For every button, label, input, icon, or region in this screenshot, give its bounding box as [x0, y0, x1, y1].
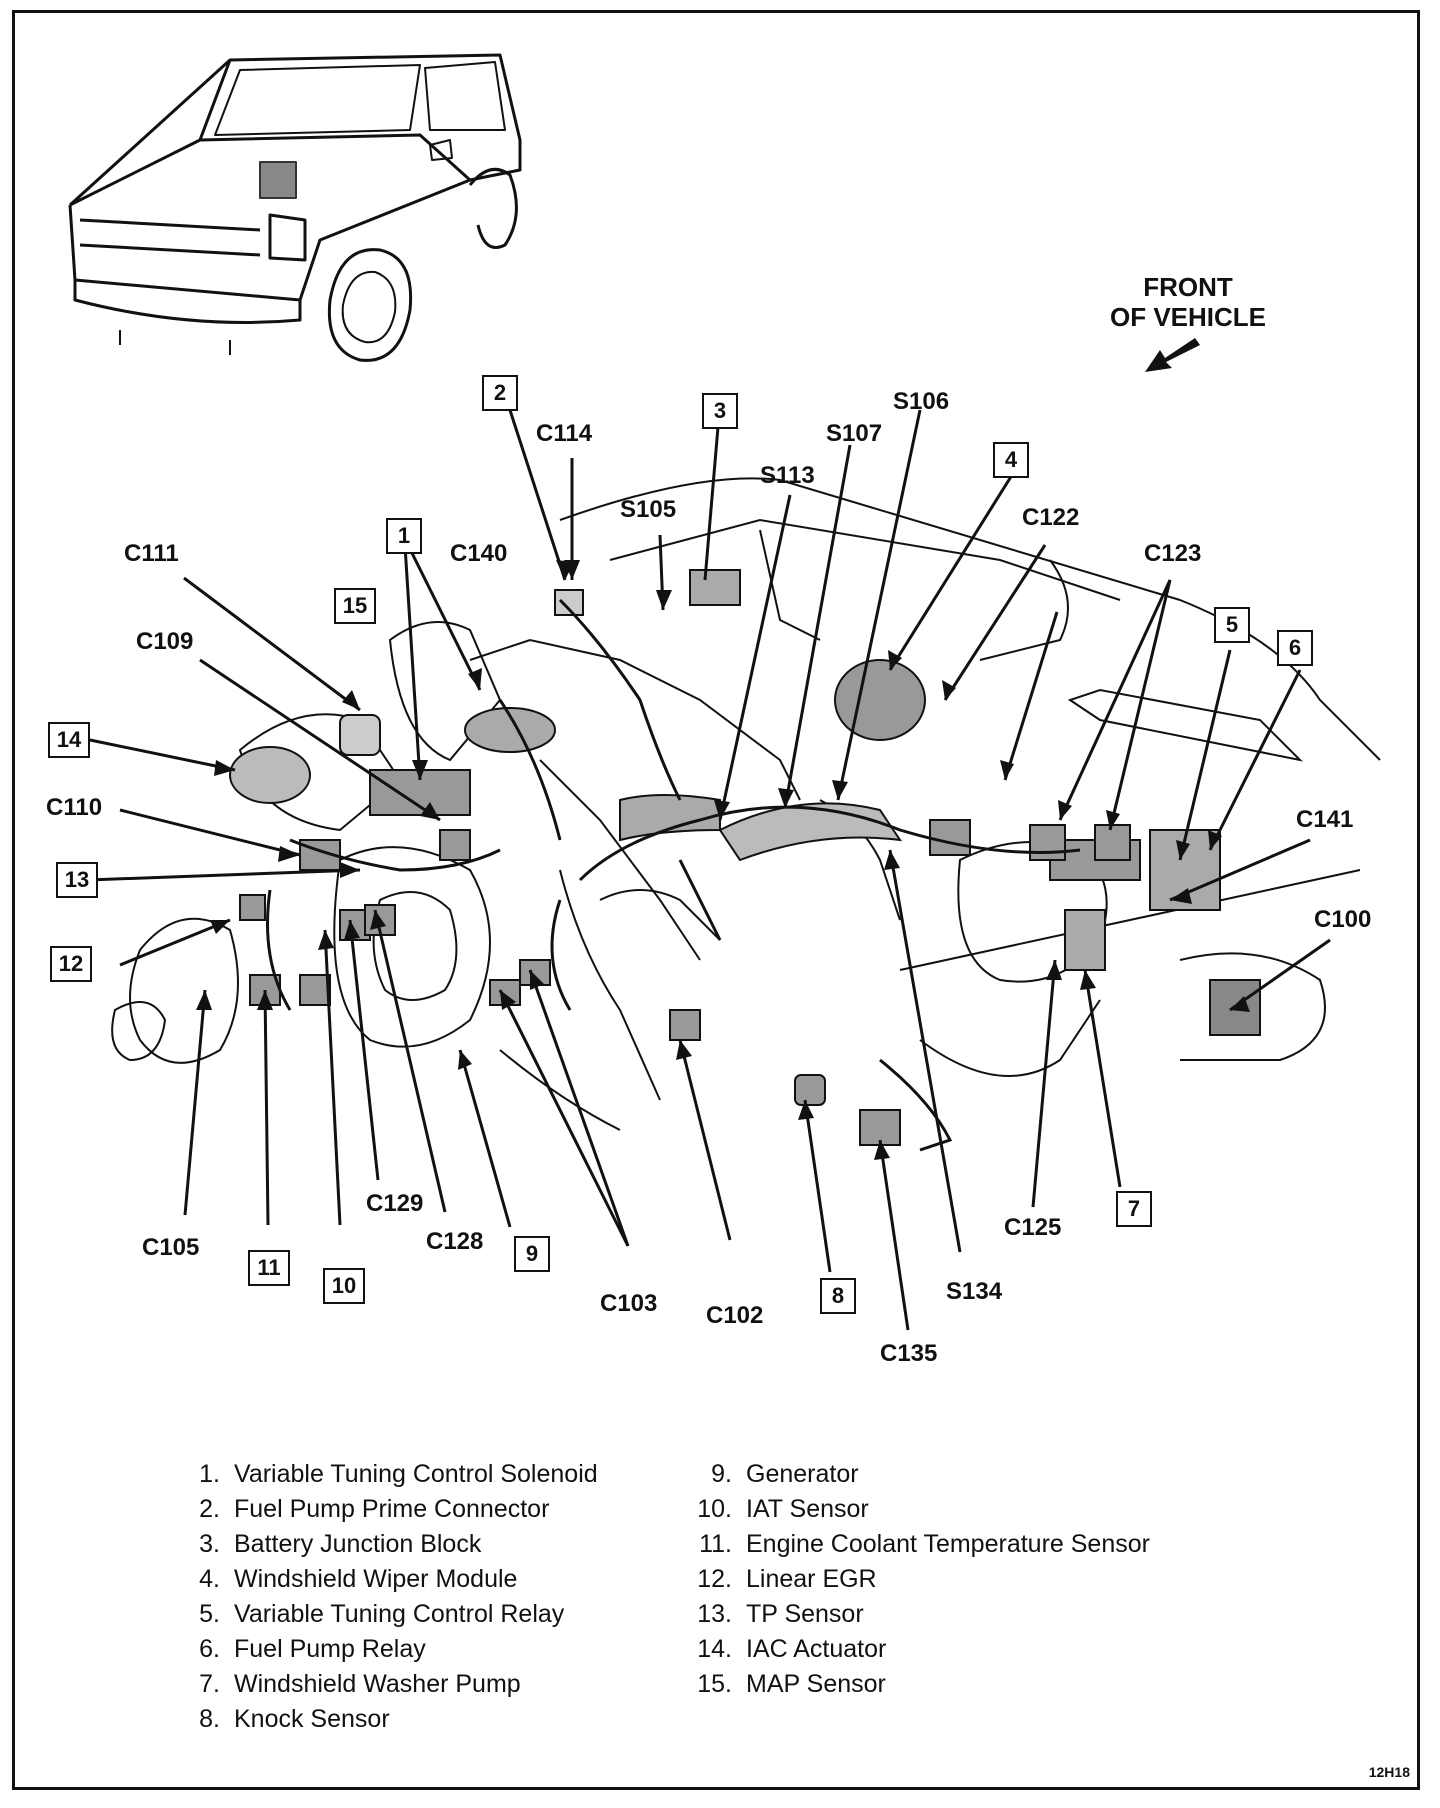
- label-c109: C109: [136, 628, 194, 655]
- legend-item: 12. Linear EGR: [690, 1562, 1150, 1597]
- legend-item: 13. TP Sensor: [690, 1597, 1150, 1632]
- leader-arrowheads: [196, 560, 1250, 1160]
- callout-2: 2: [482, 375, 518, 411]
- legend-number: 6.: [199, 1635, 220, 1663]
- label-s107: S107: [826, 420, 883, 447]
- label-c100: C100: [1314, 906, 1372, 933]
- legend-right: 9. Generator 10. IAT Sensor 11. Engine Cool…: [690, 1457, 1150, 1702]
- legend-item: 7. Windshield Washer Pump: [178, 1667, 598, 1702]
- engine-outline: [111, 477, 1381, 1131]
- vehicle-illustration: [68, 53, 522, 362]
- legend-item: 15. MAP Sensor: [690, 1667, 1150, 1702]
- front-label-line2: OF VEHICLE: [1110, 302, 1267, 332]
- label-s113: S113: [760, 462, 815, 489]
- legend-item: 3. Battery Junction Block: [178, 1527, 598, 1562]
- label-c110: C110: [46, 794, 103, 821]
- legend-text: Fuel Pump Relay: [234, 1635, 426, 1663]
- label-c123: C123: [1144, 540, 1202, 567]
- legend-number: 11.: [699, 1530, 732, 1558]
- legend-number: 1.: [199, 1460, 220, 1488]
- legend-item: 6. Fuel Pump Relay: [178, 1632, 598, 1667]
- callout-4: 4: [993, 442, 1029, 478]
- callout-15: 15: [334, 588, 376, 624]
- figure-code: 12H18: [1368, 1764, 1410, 1780]
- legend-text: TP Sensor: [746, 1600, 864, 1628]
- leader-lines: [87, 403, 1331, 1331]
- legend-item: 14. IAC Actuator: [690, 1632, 1150, 1667]
- label-c125: C125: [1004, 1214, 1062, 1241]
- legend-text: Windshield Wiper Module: [234, 1565, 518, 1593]
- callout-11: 11: [248, 1250, 290, 1286]
- legend-number: 8.: [199, 1705, 220, 1733]
- label-c111: C111: [124, 540, 179, 567]
- legend-number: 10.: [697, 1495, 732, 1523]
- legend-number: 15.: [697, 1670, 732, 1698]
- label-c105: C105: [142, 1234, 200, 1261]
- legend-number: 4.: [199, 1565, 220, 1593]
- callout-10: 10: [323, 1268, 365, 1304]
- legend-item: 2. Fuel Pump Prime Connector: [178, 1492, 598, 1527]
- legend-number: 12.: [697, 1565, 732, 1593]
- label-c141: C141: [1296, 806, 1354, 833]
- callout-1: 1: [386, 518, 422, 554]
- legend-text: Engine Coolant Temperature Sensor: [746, 1530, 1150, 1558]
- legend-item: 4. Windshield Wiper Module: [178, 1562, 598, 1597]
- legend-text: Knock Sensor: [234, 1705, 390, 1733]
- label-c129: C129: [366, 1190, 424, 1217]
- legend-item: 11. Engine Coolant Temperature Sensor: [690, 1527, 1150, 1562]
- legend-item: 9. Generator: [690, 1457, 1150, 1492]
- legend-left: 1. Variable Tuning Control Solenoid 2. Fue…: [178, 1457, 598, 1737]
- label-c135: C135: [880, 1340, 938, 1367]
- callout-9: 9: [514, 1236, 550, 1272]
- legend-text: IAT Sensor: [746, 1495, 869, 1523]
- front-label-line1: FRONT: [1143, 272, 1233, 302]
- label-c128: C128: [426, 1228, 484, 1255]
- label-c122: C122: [1022, 504, 1080, 531]
- legend-text: Battery Junction Block: [234, 1530, 482, 1558]
- callout-12: 12: [50, 946, 92, 982]
- label-s106: S106: [893, 388, 950, 415]
- legend-number: 2.: [199, 1495, 220, 1523]
- callout-8: 8: [820, 1278, 856, 1314]
- legend-item: 10. IAT Sensor: [690, 1492, 1150, 1527]
- callout-13: 13: [56, 862, 98, 898]
- label-s105: S105: [620, 496, 677, 523]
- legend-text: MAP Sensor: [746, 1670, 886, 1698]
- legend-number: 13.: [697, 1600, 732, 1628]
- legend-text: Windshield Washer Pump: [234, 1670, 521, 1698]
- legend-number: 9.: [711, 1460, 732, 1488]
- callout-5: 5: [1214, 607, 1250, 643]
- callout-14: 14: [48, 722, 90, 758]
- label-c102: C102: [706, 1302, 764, 1329]
- legend-text: Generator: [746, 1460, 859, 1488]
- callout-6: 6: [1277, 630, 1313, 666]
- wiring-harness: [266, 598, 1081, 1152]
- front-of-vehicle-label: FRONT OF VEHICLE: [1110, 272, 1266, 332]
- label-s134: S134: [946, 1278, 1003, 1305]
- legend-text: Fuel Pump Prime Connector: [234, 1495, 550, 1523]
- legend-item: 8. Knock Sensor: [178, 1702, 598, 1737]
- legend-item: 5. Variable Tuning Control Relay: [178, 1597, 598, 1632]
- label-c114: C114: [536, 420, 593, 447]
- legend-number: 3.: [199, 1530, 220, 1558]
- front-direction-arrow: [1145, 338, 1200, 372]
- shaded-components: [229, 569, 1261, 1146]
- legend-item: 1. Variable Tuning Control Solenoid: [178, 1457, 598, 1492]
- label-c140: C140: [450, 540, 508, 567]
- callout-3: 3: [702, 393, 738, 429]
- legend-text: Linear EGR: [746, 1565, 877, 1593]
- label-c103: C103: [600, 1290, 658, 1317]
- legend-text: IAC Actuator: [746, 1635, 887, 1663]
- legend-number: 5.: [199, 1600, 220, 1628]
- legend-number: 7.: [199, 1670, 220, 1698]
- legend-number: 14.: [697, 1635, 732, 1663]
- legend-text: Variable Tuning Control Relay: [234, 1600, 565, 1628]
- callout-7: 7: [1116, 1191, 1152, 1227]
- legend-text: Variable Tuning Control Solenoid: [234, 1460, 598, 1488]
